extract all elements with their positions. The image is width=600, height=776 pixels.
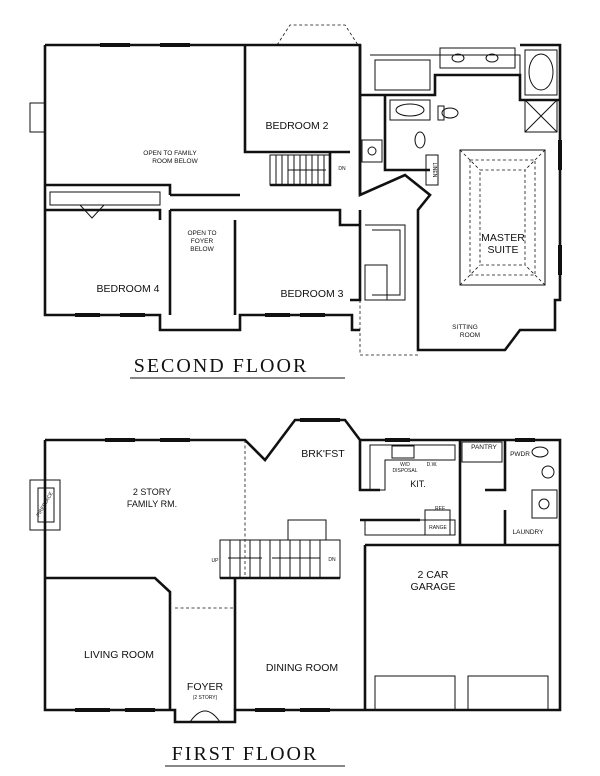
master-vanity — [439, 47, 516, 69]
garage-door — [374, 675, 456, 711]
second-floor-outer-wall — [45, 43, 562, 352]
family-room-label: 2 STORY — [133, 487, 171, 497]
sink-icon — [485, 53, 499, 63]
garage-label: 2 CAR — [418, 569, 449, 581]
first-floor-plan: BRK'FST 2 STORY FAMILY RM. FIREPLACE KIT… — [29, 418, 562, 767]
second-floor-stair — [269, 154, 331, 186]
first-floor-stair — [219, 519, 341, 579]
open-to-foyer-label: OPEN TO — [187, 230, 216, 237]
svg-text:FOYER: FOYER — [191, 238, 214, 245]
master-suite-label: MASTER — [481, 232, 525, 244]
toilet-icon — [531, 446, 549, 458]
second-floor-plan: OPEN TO FAMILY ROOM BELOW BEDROOM 2 OPEN… — [29, 24, 562, 379]
dishwasher-label: D.W. — [427, 462, 438, 468]
open-to-family-label: OPEN TO FAMILY — [143, 150, 197, 157]
bedroom2-label: BEDROOM 2 — [265, 120, 328, 132]
range-icon — [424, 509, 451, 536]
sink-icon — [541, 465, 555, 479]
sink-icon — [451, 53, 465, 63]
kitchen-label: KIT. — [410, 479, 426, 489]
toilet-icon — [414, 131, 426, 149]
sitting-room-outline — [359, 300, 418, 356]
laundry-machine — [531, 489, 558, 519]
hall-tub-icon — [389, 99, 431, 121]
pantry-label: PANTRY — [471, 444, 497, 451]
bedroom3-label: BEDROOM 3 — [280, 288, 343, 300]
disposal-label: W/D — [400, 462, 410, 468]
toilet-icon — [441, 107, 459, 119]
svg-text:ROOM: ROOM — [460, 332, 480, 339]
living-room-label: LIVING ROOM — [84, 649, 154, 661]
shower-icon — [524, 99, 558, 133]
bedroom4-label: BEDROOM 4 — [96, 283, 159, 295]
stair-dn-label: DN — [338, 166, 346, 172]
master-tub-icon — [524, 49, 558, 96]
stair-dn-label: DN — [328, 557, 336, 563]
svg-text:GARAGE: GARAGE — [411, 581, 456, 593]
fireplace-icon — [29, 479, 61, 531]
svg-text:(2 STORY): (2 STORY) — [193, 695, 218, 701]
sitting-room-label: SITTING — [452, 324, 478, 331]
range-label: RANGE — [429, 525, 447, 531]
brkfst-label: BRK'FST — [301, 448, 345, 460]
garage-door — [467, 675, 549, 711]
linen-closet — [425, 154, 439, 186]
first-floor-title: FIRST FLOOR — [172, 743, 319, 765]
kitchen-sink-icon — [391, 445, 415, 459]
master-tray-ceiling — [459, 149, 546, 286]
laundry-label: LAUNDRY — [513, 529, 545, 536]
stair-up-label: UP — [212, 558, 220, 564]
ref-label: REF — [435, 506, 445, 512]
svg-text:ROOM BELOW: ROOM BELOW — [152, 158, 198, 165]
dining-room-label: DINING ROOM — [266, 662, 338, 674]
front-door — [189, 710, 221, 723]
foyer-label: FOYER — [187, 681, 224, 693]
svg-text:SUITE: SUITE — [488, 244, 519, 256]
second-floor-title: SECOND FLOOR — [134, 355, 309, 377]
pantry-closet — [461, 441, 503, 463]
svg-text:DISPOSAL: DISPOSAL — [392, 468, 417, 474]
bedroom2-bay-window — [276, 24, 359, 46]
svg-text:BELOW: BELOW — [190, 246, 214, 253]
sink-icon — [367, 146, 377, 156]
svg-text:FAMILY RM.: FAMILY RM. — [127, 499, 177, 509]
first-floor-outer-wall — [45, 418, 562, 712]
linen-label: LINEN — [431, 163, 437, 178]
pwdr-label: PWDR — [510, 451, 530, 458]
